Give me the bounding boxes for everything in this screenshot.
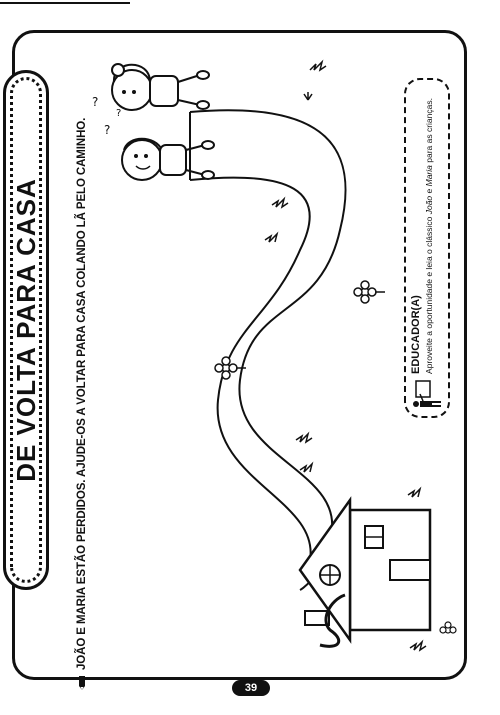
instruction: JOÃO E MARIA ESTÃO PERDIDOS. AJUDE-OS A …	[74, 70, 90, 690]
svg-text:?: ?	[92, 95, 98, 109]
house-icon	[298, 496, 432, 644]
flower-icon	[214, 356, 246, 380]
top-rule	[0, 2, 130, 4]
grass-tufts	[264, 59, 427, 652]
educator-note: EDUCADOR(A) Aproveite a oportunidade e l…	[404, 78, 450, 418]
path-line-outer	[189, 109, 347, 591]
flower-icon	[439, 621, 457, 634]
children-illustration: ? ? ?	[92, 63, 215, 181]
svg-text:?: ?	[104, 123, 110, 137]
page-number: 39	[232, 680, 270, 696]
pencil-icon	[79, 676, 85, 690]
path-line-inner	[189, 176, 331, 601]
educator-icon	[413, 380, 441, 407]
svg-text:?: ?	[116, 108, 121, 119]
smoke-icon	[319, 593, 346, 648]
flower-icon	[353, 280, 385, 304]
